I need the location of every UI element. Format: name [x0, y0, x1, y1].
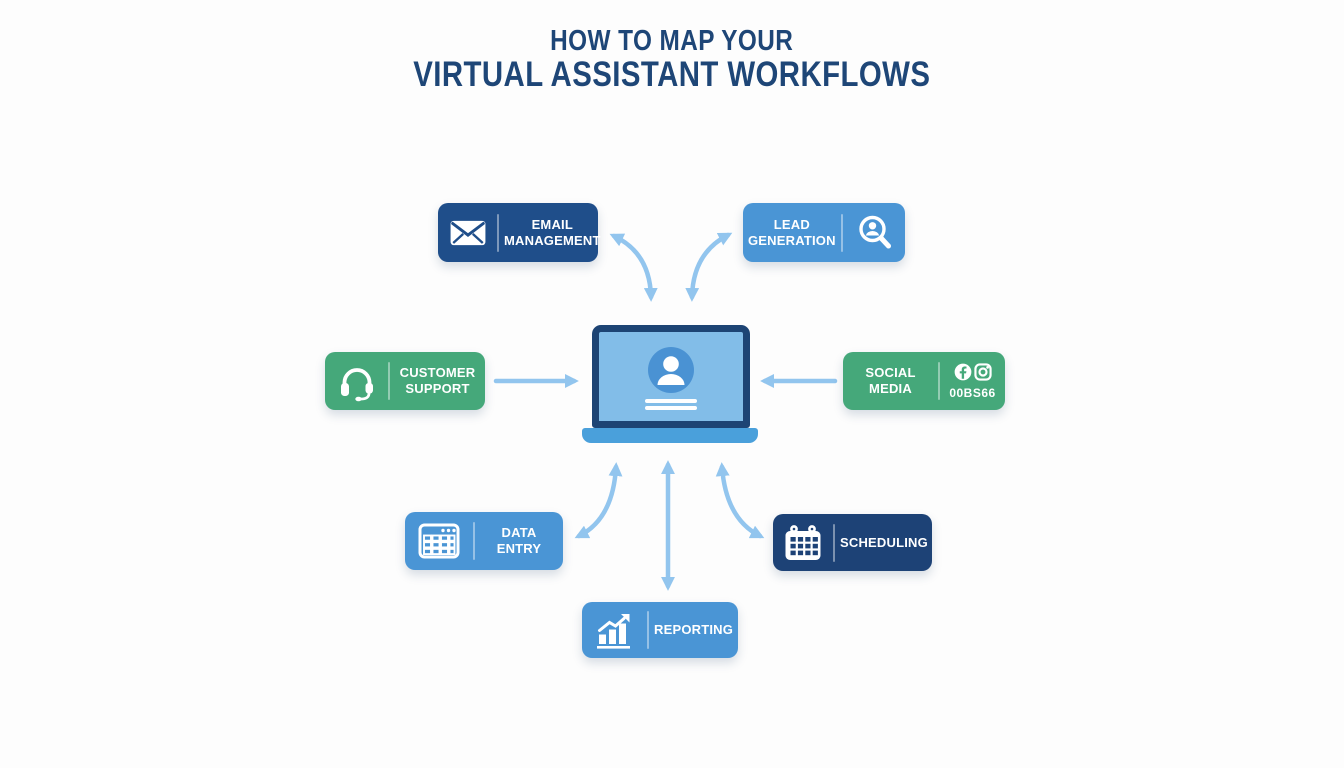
divider: [833, 523, 835, 562]
workflow-label: SCHEDULING: [840, 534, 928, 550]
workflow-label: LEAD GENERATION: [748, 216, 836, 248]
social-sub-label: 00BS66: [949, 386, 996, 400]
divider: [473, 522, 475, 560]
facebook-icon: [954, 363, 972, 386]
workflow-label: CUSTOMER SUPPORT: [399, 365, 476, 396]
person-search-icon: [843, 213, 908, 253]
workflow-label: DATA ENTRY: [496, 525, 542, 556]
spreadsheet-icon: [405, 523, 473, 559]
divider: [388, 362, 390, 400]
calendar-icon: [773, 523, 833, 563]
title-line-2: VIRTUAL ASSISTANT WORKFLOWS: [413, 55, 931, 95]
divider: [938, 362, 940, 400]
arrow-data-entry-laptop: [574, 462, 623, 539]
divider: [497, 213, 499, 252]
workflow-box-social-media: SOCIAL MEDIA: [843, 352, 1005, 410]
laptop-base: [582, 428, 758, 443]
social-icons-group: 00BS66: [949, 363, 995, 399]
arrow-scheduling-laptop: [715, 462, 765, 539]
workflow-box-scheduling: SCHEDULING: [773, 514, 932, 571]
envelope-icon: [438, 218, 497, 248]
workflow-box-customer-support: CUSTOMER SUPPORT: [325, 352, 485, 410]
page-title: HOW TO MAP YOUR VIRTUAL ASSISTANT WORKFL…: [0, 26, 1344, 95]
workflow-label: SOCIAL MEDIA: [865, 365, 916, 396]
arrow-email-laptop: [609, 233, 658, 302]
workflow-label: EMAIL MANAGEMENT: [504, 216, 601, 248]
workflow-box-reporting: REPORTING: [582, 602, 738, 658]
instagram-icon: [973, 363, 992, 386]
title-line-1: HOW TO MAP YOUR: [550, 25, 794, 57]
user-avatar-icon: [648, 347, 694, 393]
avatar-text-line: [645, 406, 697, 410]
headset-icon: [325, 360, 388, 402]
workflow-box-data-entry: DATA ENTRY: [405, 512, 563, 570]
divider: [840, 213, 843, 252]
workflow-box-email-management: EMAIL MANAGEMENT: [438, 203, 600, 262]
bar-chart-icon: [582, 611, 647, 649]
divider: [647, 611, 649, 649]
arrow-lead-laptop: [685, 232, 733, 302]
workflow-label: REPORTING: [654, 622, 734, 638]
avatar-text-line: [645, 399, 697, 403]
workflow-box-lead-generation: LEAD GENERATION: [743, 203, 905, 262]
